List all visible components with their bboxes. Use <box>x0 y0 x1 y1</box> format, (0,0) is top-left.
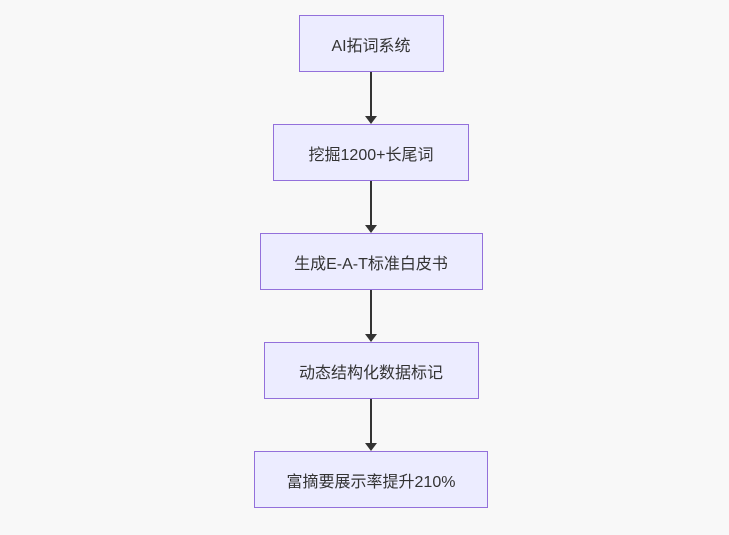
node-eat-standard-whitepaper: 生成E-A-T标准白皮书 <box>259 233 483 290</box>
arrow-line <box>370 72 372 116</box>
flow-arrow-b-to-c <box>365 181 377 233</box>
node-dynamic-structured-data-markup: 动态结构化数据标记 <box>263 342 479 399</box>
node-ai-keyword-expansion-system: AI拓词系统 <box>298 15 444 72</box>
flow-arrow-d-to-e <box>365 399 377 451</box>
flow-arrow-c-to-d <box>365 290 377 342</box>
arrow-down-icon <box>365 225 377 233</box>
flow-arrow-a-to-b <box>365 72 377 124</box>
arrow-line <box>370 399 372 443</box>
node-longtail-keyword-mining: 挖掘1200+长尾词 <box>273 124 469 181</box>
arrow-down-icon <box>365 443 377 451</box>
node-rich-snippet-rate-increase: 富摘要展示率提升210% <box>254 451 488 508</box>
flowchart-column: AI拓词系统 挖掘1200+长尾词 生成E-A-T标准白皮书 动态结构化数据标记… <box>254 15 488 508</box>
arrow-down-icon <box>365 116 377 124</box>
arrow-line <box>370 290 372 334</box>
arrow-down-icon <box>365 334 377 342</box>
arrow-line <box>370 181 372 225</box>
